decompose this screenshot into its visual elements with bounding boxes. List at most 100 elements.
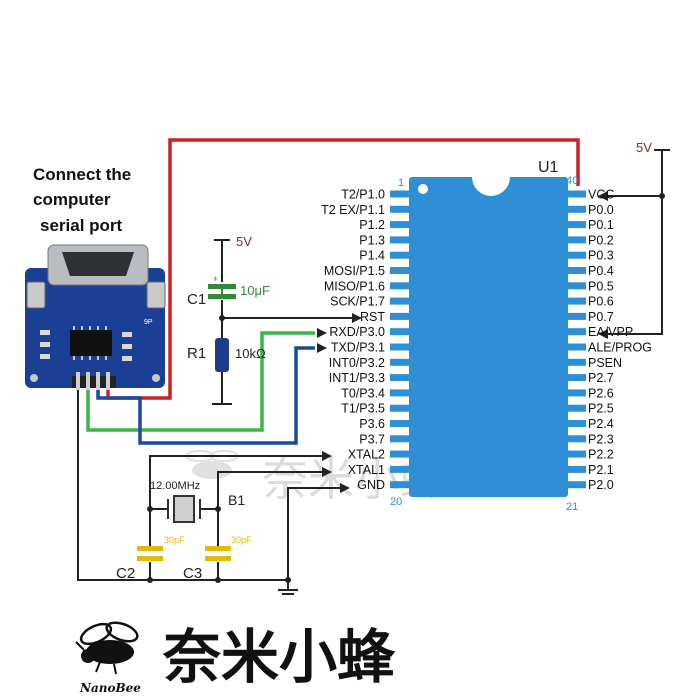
right-pin-label: P0.5 [588,279,614,293]
right-pin-lead [568,328,586,336]
db9-socket [62,252,134,276]
left-pin-lead [390,267,409,274]
right-pin-label: P2.4 [588,417,614,431]
capacitor-c2 [137,509,163,561]
right-pin-label: ALE/PROG [588,341,652,355]
r1-name: R1 [187,345,206,362]
left-pin-label: GND [357,478,385,492]
left-pin-label: TXD/P3.1 [331,341,385,355]
reset-5v-label: 5V [236,234,252,249]
left-pin-label: P1.3 [359,233,385,247]
right-pin-label: VCC [588,188,614,202]
right-pin-lead [568,374,586,382]
right-pin-group: VCCP0.0P0.1P0.2P0.3P0.4P0.5P0.6P0.7EA/VP… [568,188,652,492]
left-pin-label: XTAL1 [348,463,385,477]
serial-port-module: 9P [25,244,166,390]
pin-40-number: 40 [566,175,578,187]
r1-value: 10kΩ [235,346,266,361]
right-pin-lead [568,343,586,351]
right-pin-lead [568,297,586,305]
rxd-wire [86,331,315,432]
right-pin-label: P2.2 [588,448,614,462]
left-pin-lead [390,190,409,198]
junction-dots [147,193,665,583]
right-pin-lead [568,236,586,244]
c2-name: C2 [116,565,135,582]
right-pin-lead [568,420,586,427]
right-pin-lead [568,358,586,366]
vcc-5v-label: 5V [636,140,652,155]
pin-1-number: 1 [398,177,404,189]
pin-arrowheads [317,191,608,493]
left-pin-lead [390,389,409,397]
right-pin-label: P0.7 [588,310,614,324]
pin-20-number: 20 [390,496,402,508]
right-pin-label: PSEN [588,356,622,370]
left-pin-label: RST [360,310,385,324]
right-pin-lead [568,282,586,290]
left-pin-label: P1.4 [359,249,385,263]
right-pin-label: P0.6 [588,295,614,309]
left-pin-lead [390,312,409,320]
right-pin-lead [568,450,586,458]
right-bolt-icon [146,281,166,309]
c2-value: 30pF [164,535,185,545]
left-pin-lead [390,251,409,259]
right-pin-label: P0.0 [588,203,614,217]
right-pin-label: P2.6 [588,386,614,400]
caption-line-1: Connect the [33,165,131,184]
right-pin-lead [568,251,586,259]
module-badge: 9P [144,319,153,326]
right-pin-label: P0.2 [588,233,614,247]
c1-name: C1 [187,291,206,308]
module-ic [70,330,112,356]
capacitor-c3 [205,509,231,561]
left-pin-group: T2/P1.0T2 EX/P1.1P1.2P1.3P1.4MOSI/P1.5MI… [321,188,409,492]
left-pin-label: P3.7 [359,432,385,446]
left-pin-label: SCK/P1.7 [330,295,385,309]
chip-pin1-dot [418,184,428,194]
left-pin-lead [390,450,409,458]
c1-value: 10μF [240,283,270,298]
right-pin-lead [568,465,586,473]
crystal-value: 12.00MHz [150,480,200,492]
left-pin-label: MISO/P1.6 [324,279,385,293]
chip-body [409,177,568,497]
microcontroller-chip: T2/P1.0T2 EX/P1.1P1.2P1.3P1.4MOSI/P1.5MI… [321,159,652,513]
left-pin-label: P3.6 [359,417,385,431]
left-pin-lead [390,374,409,382]
right-pin-lead [568,404,586,412]
right-pin-lead [568,389,586,397]
right-pin-label: P0.3 [588,249,614,263]
nanobee-logo: NanoBee 奈米小蜂 [75,621,396,695]
svg-text:+: + [213,274,218,284]
left-pin-lead [390,465,409,473]
txd-wire [96,346,315,445]
left-pin-label: T2/P1.0 [341,188,385,202]
left-pin-label: INT1/P3.3 [329,371,385,385]
left-pin-lead [390,328,409,336]
right-pin-label: P2.7 [588,371,614,385]
right-pin-lead [568,205,586,213]
right-pin-label: P2.0 [588,478,614,492]
caption-line-2: computer [33,190,111,209]
left-pin-label: INT0/P3.2 [329,356,385,370]
right-pin-lead [568,221,586,229]
right-pin-label: EA/VPP [588,325,633,339]
left-pin-lead [390,404,409,412]
right-pin-label: P0.4 [588,264,614,278]
left-pin-label: RXD/P3.0 [329,325,385,339]
left-pin-lead [390,205,409,213]
left-pin-lead [390,282,409,290]
module-header [72,376,116,388]
left-pin-lead [390,297,409,305]
logo-subtitle: NanoBee [79,681,141,695]
right-pin-lead [568,190,586,198]
right-pin-label: P0.1 [588,218,614,232]
left-pin-lead [390,236,409,244]
left-bolt-icon [26,281,46,309]
c3-name: C3 [183,565,202,582]
left-pin-lead [390,435,409,443]
pin-21-number: 21 [566,501,578,513]
